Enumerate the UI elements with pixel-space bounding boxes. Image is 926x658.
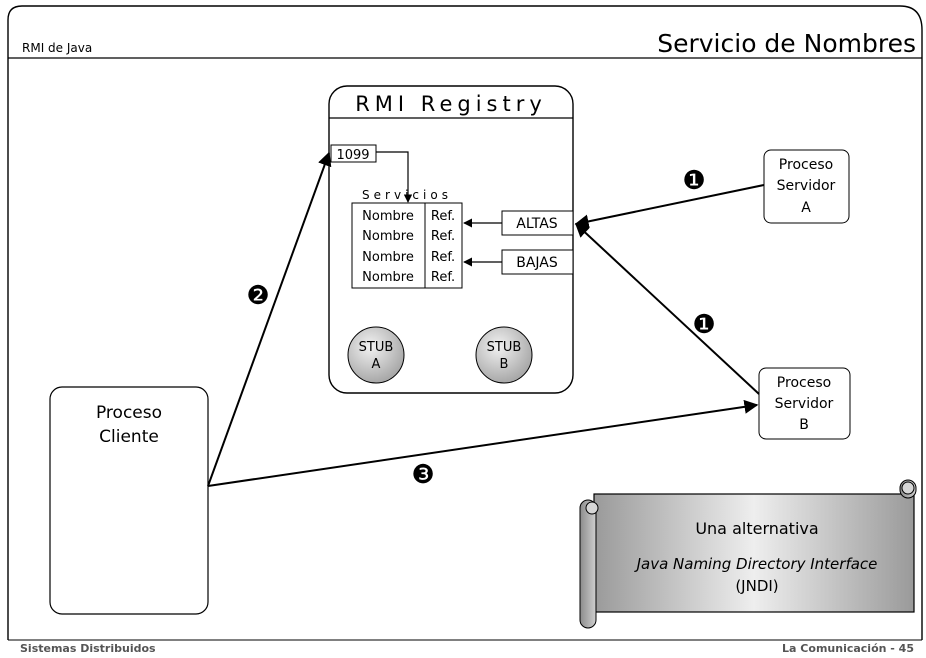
service-name: Nombre [362, 209, 414, 224]
slide-frame [7, 5, 923, 640]
port-label: 1099 [336, 148, 369, 163]
scroll-acronym: (JNDI) [735, 577, 778, 595]
server-b-box [758, 367, 851, 440]
port-arrow [376, 151, 413, 203]
client-box [49, 386, 209, 615]
server-b-line1: Proceso [777, 375, 831, 391]
stub-b-line1: STUB [487, 340, 522, 355]
server-a-box [763, 149, 850, 224]
client-lookup-arrow [207, 151, 332, 487]
altas-label: ALTAS [516, 216, 557, 232]
server-b-line2: Servidor [775, 396, 834, 412]
stub-a-circle [347, 326, 405, 384]
stub-a-line1: STUB [359, 340, 394, 355]
services-table [351, 202, 463, 289]
scroll-left-curl [585, 501, 599, 515]
server-b-line3: B [799, 417, 809, 433]
service-ref: Ref. [431, 209, 455, 224]
service-name: Nombre [362, 270, 414, 285]
step-marker: ❸ [411, 460, 434, 490]
stub-a-line2: A [372, 357, 381, 372]
client-invoke-arrow [207, 399, 759, 487]
service-ref: Ref. [431, 270, 455, 285]
stub-b-circle [475, 326, 533, 384]
stub-b-line2: B [500, 357, 509, 372]
bajas-box [501, 249, 574, 275]
server-a-line1: Proceso [779, 157, 833, 173]
registry-title: RMI Registry [355, 92, 547, 116]
client-line2: Cliente [99, 427, 159, 447]
page-title: Servicio de Nombres [657, 29, 916, 58]
server-a-line2: Servidor [777, 178, 836, 194]
footer-right: La Comunicación - 45 [782, 642, 914, 654]
scroll-title: Una alternativa [695, 519, 818, 538]
footer-left: Sistemas Distribuidos [20, 642, 156, 654]
course-label: RMI de Java [22, 41, 92, 55]
service-ref: Ref. [431, 229, 455, 244]
server-b-register-arrow [574, 223, 760, 395]
bajas-label: BAJAS [516, 255, 558, 271]
scroll-left-roll [579, 499, 597, 629]
services-label: Servicios [362, 188, 452, 202]
scroll-body [593, 493, 915, 613]
scroll-subtitle: Java Naming Directory Interface [634, 555, 878, 573]
server-a-register-arrow [574, 184, 765, 229]
client-line1: Proceso [96, 403, 162, 423]
step-marker: ❷ [246, 281, 269, 311]
jndi-scroll: Una alternativa Java Naming Directory In… [579, 479, 917, 629]
step-marker: ❶ [682, 166, 705, 196]
altas-box [501, 210, 574, 236]
service-name: Nombre [362, 229, 414, 244]
scroll-right-curl [901, 481, 915, 495]
service-ref: Ref. [431, 250, 455, 265]
service-name: Nombre [362, 250, 414, 265]
services-rows: Nombre Ref. Nombre Ref. Nombre Ref. Nomb… [362, 209, 455, 285]
step-marker: ❶ [692, 310, 715, 340]
server-a-line3: A [801, 200, 811, 216]
